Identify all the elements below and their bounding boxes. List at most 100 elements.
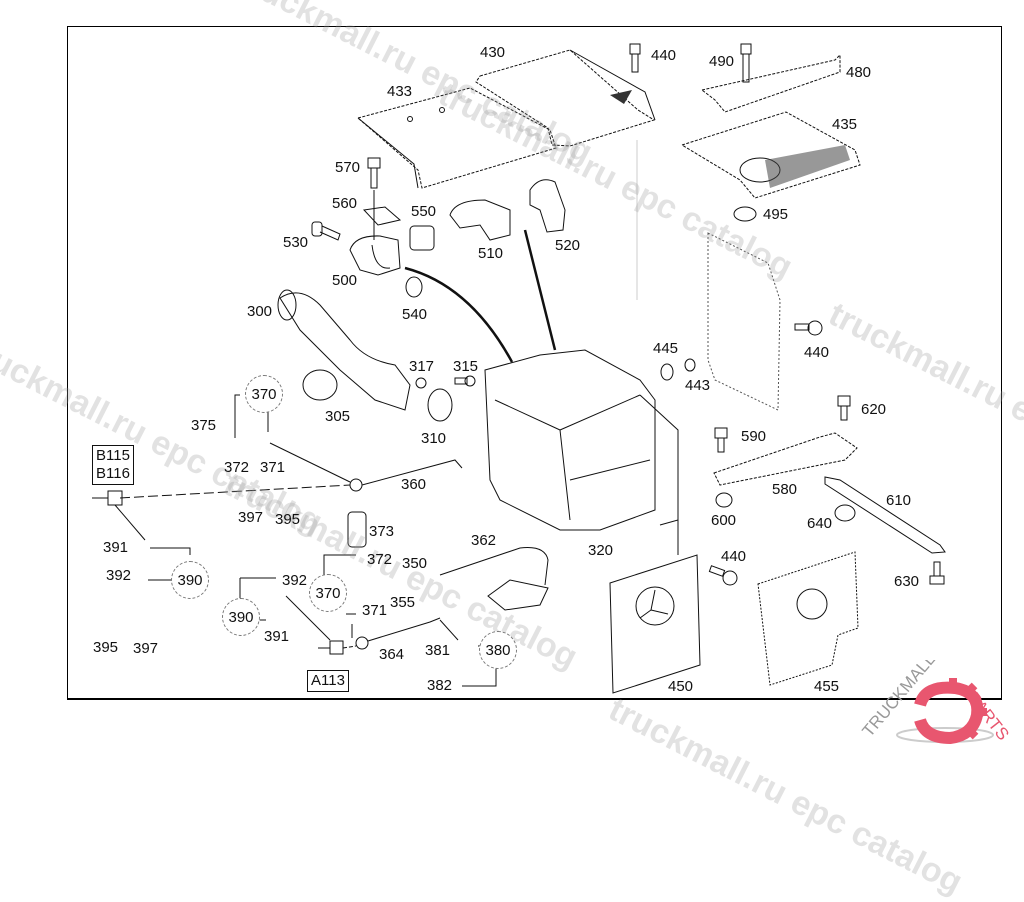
part-620-bolt[interactable] (837, 395, 851, 421)
part-label-440-side[interactable]: 440 (804, 344, 830, 361)
part-label-317[interactable]: 317 (409, 358, 435, 375)
part-360-sensor[interactable] (119, 442, 463, 499)
part-label-381[interactable]: 381 (425, 642, 451, 659)
part-label-550[interactable]: 550 (411, 203, 437, 220)
part-label-371-lower[interactable]: 371 (362, 602, 388, 619)
part-315-bolt[interactable] (454, 375, 476, 387)
part-label-440[interactable]: 440 (651, 47, 677, 64)
part-305-clamp[interactable] (302, 369, 338, 401)
part-label-397[interactable]: 397 (238, 509, 264, 526)
part-560-plate[interactable] (362, 206, 402, 226)
part-label-570[interactable]: 570 (335, 159, 361, 176)
part-label-433[interactable]: 433 (387, 83, 413, 100)
part-label-305[interactable]: 305 (325, 408, 351, 425)
part-label-392-right[interactable]: 392 (282, 572, 308, 589)
part-510-clamp[interactable] (449, 199, 511, 241)
part-433-cover[interactable] (356, 87, 557, 189)
part-373-cap[interactable] (347, 511, 367, 548)
part-630-bolt[interactable] (929, 561, 945, 585)
part-label-391[interactable]: 391 (103, 539, 129, 556)
part-364-sensor[interactable] (285, 595, 459, 650)
part-label-364[interactable]: 364 (379, 646, 405, 663)
part-label-320[interactable]: 320 (588, 542, 614, 559)
part-600-nut[interactable] (715, 492, 733, 508)
part-640-grommet[interactable] (834, 504, 856, 522)
part-label-443[interactable]: 443 (685, 377, 711, 394)
part-label-372-lower[interactable]: 372 (367, 551, 393, 568)
part-540-nut[interactable] (405, 276, 423, 298)
part-590-bolt[interactable] (714, 427, 728, 453)
part-label-455[interactable]: 455 (814, 678, 840, 695)
part-580-bracket[interactable] (713, 432, 858, 486)
part-500-clamp[interactable] (349, 235, 401, 276)
part-440-side-bolt[interactable] (794, 320, 823, 336)
circled-ref-370[interactable]: 370 (245, 375, 283, 413)
part-label-350[interactable]: 350 (402, 555, 428, 572)
part-label-500[interactable]: 500 (332, 272, 358, 289)
part-label-371[interactable]: 371 (260, 459, 286, 476)
circled-ref-390[interactable]: 390 (171, 561, 209, 599)
part-label-395[interactable]: 395 (275, 511, 301, 528)
part-520-clamp[interactable] (529, 179, 566, 233)
part-430-cover[interactable] (475, 49, 656, 147)
part-label-392[interactable]: 392 (106, 567, 132, 584)
part-label-520[interactable]: 520 (555, 237, 581, 254)
circled-ref-380[interactable]: 380 (479, 631, 517, 669)
part-550-bushing[interactable] (409, 225, 435, 251)
part-label-397-left[interactable]: 397 (133, 640, 159, 657)
part-label-600[interactable]: 600 (711, 512, 737, 529)
part-label-362[interactable]: 362 (471, 532, 497, 549)
part-label-372[interactable]: 372 (224, 459, 250, 476)
part-label-540[interactable]: 540 (402, 306, 428, 323)
part-440-bolt[interactable] (629, 43, 641, 300)
part-610-strap[interactable] (824, 476, 946, 554)
part-label-450[interactable]: 450 (668, 678, 694, 695)
part-320-muffler[interactable] (484, 349, 679, 555)
part-label-391-right[interactable]: 391 (264, 628, 290, 645)
part-490-bolt[interactable] (740, 43, 752, 83)
part-317-nut[interactable] (415, 377, 427, 389)
part-label-440-lower[interactable]: 440 (721, 548, 747, 565)
part-label-490[interactable]: 490 (709, 53, 735, 70)
part-label-395-left[interactable]: 395 (93, 639, 119, 656)
part-362-sensor[interactable] (439, 547, 549, 611)
part-443-nut[interactable] (684, 358, 696, 372)
part-495-grommet[interactable] (733, 206, 757, 222)
part-label-560[interactable]: 560 (332, 195, 358, 212)
part-label-375[interactable]: 375 (191, 417, 217, 434)
part-label-300[interactable]: 300 (247, 303, 273, 320)
part-label-620[interactable]: 620 (861, 401, 887, 418)
part-450-shield[interactable] (609, 554, 701, 694)
part-435-cover[interactable] (680, 111, 861, 199)
part-label-640[interactable]: 640 (807, 515, 833, 532)
part-label-630[interactable]: 630 (894, 573, 920, 590)
part-label-315[interactable]: 315 (453, 358, 479, 375)
part-label-480[interactable]: 480 (846, 64, 872, 81)
component-ref-a113[interactable]: A113 (307, 670, 349, 692)
component-ref-b115-b116[interactable]: B115 B116 (92, 445, 134, 485)
part-440-bolt-lower[interactable] (708, 565, 738, 586)
part-label-310[interactable]: 310 (421, 430, 447, 447)
part-label-373[interactable]: 373 (369, 523, 395, 540)
part-label-610[interactable]: 610 (886, 492, 912, 509)
part-label-590[interactable]: 590 (741, 428, 767, 445)
part-570-bolt[interactable] (367, 157, 381, 240)
part-455-shield[interactable] (757, 551, 859, 686)
part-300-pipe[interactable] (277, 289, 411, 411)
part-label-355[interactable]: 355 (390, 594, 416, 611)
part-480-bracket[interactable] (700, 53, 841, 113)
part-label-360[interactable]: 360 (401, 476, 427, 493)
part-label-435[interactable]: 435 (832, 116, 858, 133)
part-530-bolt[interactable] (311, 221, 341, 241)
part-label-495[interactable]: 495 (763, 206, 789, 223)
circled-ref-390-right[interactable]: 390 (222, 598, 260, 636)
part-label-510[interactable]: 510 (478, 245, 504, 262)
part-label-430[interactable]: 430 (480, 44, 506, 61)
part-310-clamp[interactable] (427, 388, 453, 422)
circled-ref-370-lower[interactable]: 370 (309, 574, 347, 612)
part-label-445[interactable]: 445 (653, 340, 679, 357)
part-label-382[interactable]: 382 (427, 677, 453, 694)
part-label-530[interactable]: 530 (283, 234, 309, 251)
part-445-washer[interactable] (660, 363, 674, 381)
part-label-580[interactable]: 580 (772, 481, 798, 498)
